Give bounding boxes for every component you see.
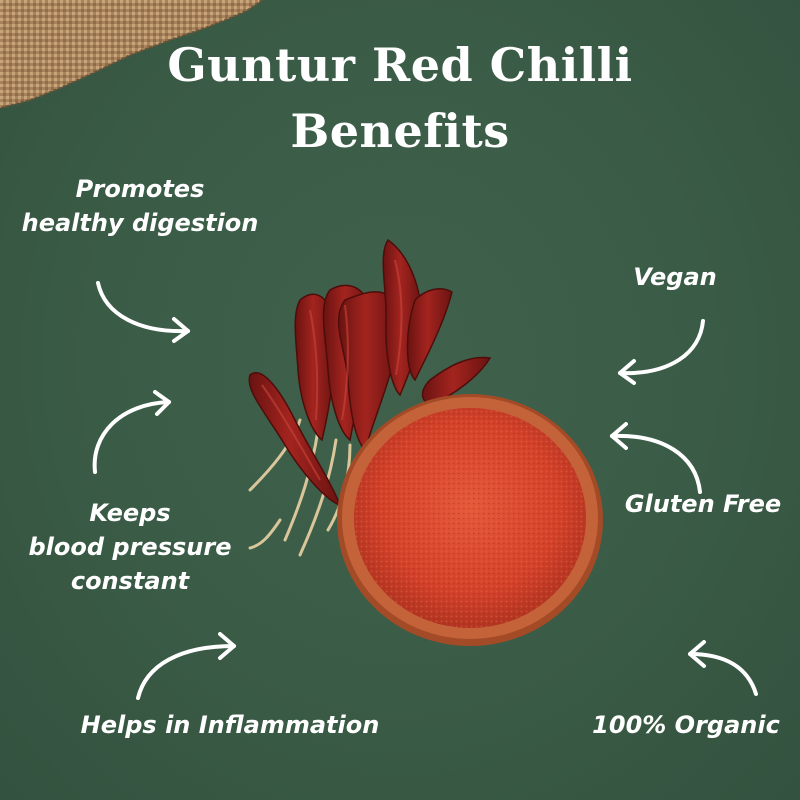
arrow-blood-pressure-icon [92, 390, 171, 474]
benefit-organic-label: 100% Organic [592, 711, 780, 739]
benefit-gluten-free-label: Gluten Free [624, 490, 782, 518]
arrow-inflammation-icon [136, 632, 236, 700]
benefit-digestion-label: Promotes healthy digestion [10, 172, 270, 240]
benefit-bp-line-1: Keeps [89, 499, 171, 527]
benefit-bp-line-3: constant [70, 567, 190, 595]
benefit-blood-pressure-label: Keeps blood pressure constant [10, 496, 250, 598]
benefit-bp-line-2: blood pressure [28, 533, 232, 561]
arrow-gluten-free-icon [610, 422, 702, 494]
benefit-vegan-label: Vegan [633, 263, 717, 291]
arrow-digestion-icon [96, 281, 190, 343]
page-title-line-1: Guntur Red Chilli [167, 38, 633, 92]
benefit-inflammation-label: Helps in Inflammation [80, 711, 380, 739]
arrow-vegan-icon [618, 319, 705, 385]
benefit-digestion-line-1: Promotes [75, 175, 205, 203]
page-title-line-2: Benefits [290, 104, 510, 158]
arrow-organic-icon [688, 640, 758, 696]
burlap-cloth-image [0, 0, 263, 109]
benefit-digestion-line-2: healthy digestion [21, 209, 259, 237]
